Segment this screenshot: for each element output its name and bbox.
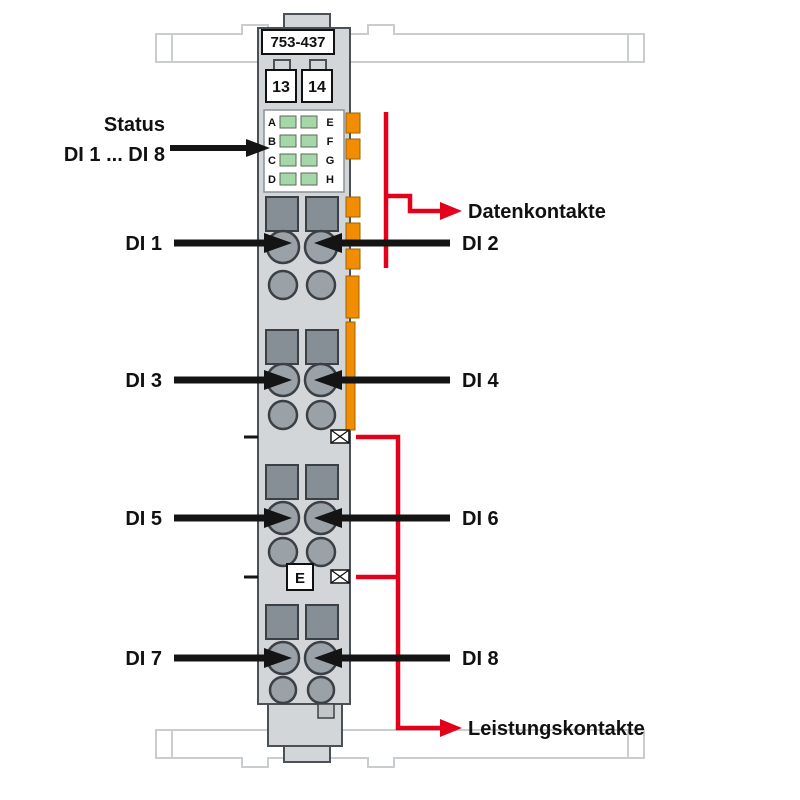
data-contacts-arrow [388, 193, 440, 214]
din-rail-top [155, 24, 645, 63]
led-indicator [279, 172, 297, 186]
power-contacts-line [356, 434, 440, 731]
led-letter-c: C [268, 155, 276, 167]
data-contact [345, 196, 361, 218]
power-contacts-callout [356, 434, 462, 737]
terminal-14-label: 14 [308, 79, 326, 96]
terminal-numbers: 13 14 [265, 59, 333, 103]
part-number-label: 753-437 [270, 34, 325, 51]
label-di1: DI 1 [125, 233, 162, 255]
arrowhead-di5-icon [264, 508, 292, 528]
label-status-range: DI 1 ... DI 8 [64, 144, 165, 166]
connector-square [305, 604, 339, 640]
led-letter-g: G [326, 155, 335, 167]
e-marking-box [286, 563, 314, 591]
data-contact [345, 112, 361, 134]
label-leistungskontakte: Leistungskontakte [468, 718, 645, 740]
label-di7: DI 7 [125, 648, 162, 670]
led-indicator [279, 115, 297, 129]
clamp-opening [267, 269, 299, 301]
led-letter-f: F [327, 136, 334, 148]
status-arrowhead-icon [246, 139, 270, 157]
label-di2: DI 2 [462, 233, 499, 255]
data-contact [345, 138, 361, 160]
clamp-opening [306, 675, 336, 705]
latch-slot [317, 703, 335, 719]
clamp-opening [268, 675, 298, 705]
arrowhead-di2-icon [314, 233, 342, 253]
label-di5: DI 5 [125, 508, 162, 530]
connector-square [265, 604, 299, 640]
led-indicator [279, 153, 297, 167]
led-status-block: A B C D E F G H [263, 109, 345, 193]
separator-1 [244, 429, 350, 444]
arrowhead-di6-icon [314, 508, 342, 528]
connector-square [265, 464, 299, 500]
label-di6: DI 6 [462, 508, 499, 530]
arrowhead-di8-icon [314, 648, 342, 668]
label-datenkontakte: Datenkontakte [468, 201, 606, 223]
annotation-arrows [170, 139, 450, 668]
data-contact [345, 248, 361, 270]
connector-square [305, 196, 339, 232]
led-indicator [300, 172, 318, 186]
label-status: Status [104, 114, 165, 136]
clamp-opening [267, 399, 299, 431]
led-letter-h: H [326, 174, 334, 186]
led-letter-e: E [326, 117, 333, 129]
connector-square [305, 329, 339, 365]
led-indicator [300, 115, 318, 129]
separator-2: E [244, 563, 350, 591]
connector-square [265, 196, 299, 232]
arrowhead-di3-icon [264, 370, 292, 390]
terminal-13-label: 13 [272, 79, 290, 96]
clamp-opening [305, 536, 337, 568]
label-di4: DI 4 [462, 370, 500, 392]
arrowhead-di1-icon [264, 233, 292, 253]
data-contacts-arrowhead-icon [440, 202, 462, 220]
data-contact-strip [345, 321, 356, 431]
clamp-opening [267, 536, 299, 568]
terminal-13-box [265, 69, 297, 103]
terminal-14-box [301, 69, 333, 103]
power-contacts-arrowhead-icon [440, 719, 462, 737]
clamp-opening [305, 269, 337, 301]
data-contact-block [345, 275, 360, 319]
led-indicator [300, 153, 318, 167]
part-number-box [261, 29, 335, 55]
e-marking-label: E [295, 570, 305, 587]
clamp-opening [305, 399, 337, 431]
label-di8: DI 8 [462, 648, 499, 670]
led-letter-d: D [268, 174, 276, 186]
data-contacts-orange [345, 112, 361, 431]
led-indicator [300, 134, 318, 148]
led-letter-a: A [268, 117, 276, 129]
led-indicator [279, 134, 297, 148]
label-di3: DI 3 [125, 370, 162, 392]
led-letter-b: B [268, 136, 276, 148]
connector-square [265, 329, 299, 365]
arrowhead-di4-icon [314, 370, 342, 390]
annotation-labels: Status DI 1 ... DI 8 DI 1 DI 3 DI 5 DI 7… [64, 114, 645, 740]
arrowhead-di7-icon [264, 648, 292, 668]
connector-square [305, 464, 339, 500]
